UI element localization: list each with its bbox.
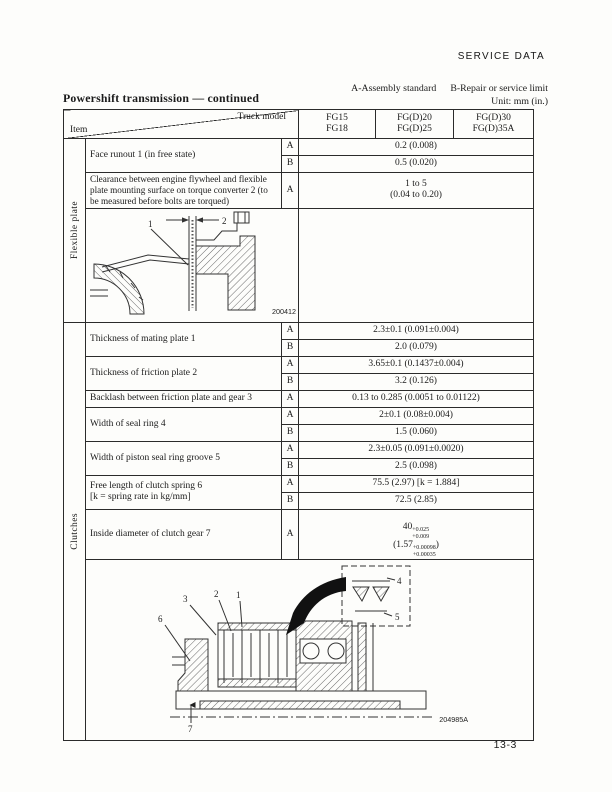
value-cell: 0.13 to 0.285 (0.0051 to 0.01122) (298, 389, 534, 408)
grade-cell: A (281, 474, 299, 493)
corner-cell: Truck model Item (63, 109, 299, 139)
tolerance-stack: +0.00098+0.00035 (412, 545, 436, 558)
value-cell: 2.3±0.1 (0.091±0.004) (298, 321, 534, 340)
figure2-number: 204985A (439, 715, 468, 724)
grade-cell: B (281, 338, 299, 357)
page-header-label: SERVICE DATA (457, 51, 545, 62)
figure2-callout-2: 2 (214, 589, 219, 599)
value-cell-toleranced: 40+0.025+0.009 (1.57+0.00098+0.00035) (298, 508, 534, 561)
value-cell: 1.5 (0.060) (298, 423, 534, 442)
value-cell: 3.2 (0.126) (298, 372, 534, 391)
value-cell: 2.5 (0.098) (298, 457, 534, 476)
corner-item: Item (70, 124, 88, 135)
table-row: B 0.5 (0.020) (64, 155, 534, 173)
value-cell: 2.0 (0.079) (298, 338, 534, 357)
flexible-plate-figure-cell: 1 2 200412 (85, 207, 299, 323)
table-row: Free length of clutch spring 6 [k = spri… (64, 474, 534, 510)
grade-cell: B (281, 155, 299, 173)
grade-cell: B (281, 423, 299, 442)
grade-cell: A (281, 355, 299, 374)
figure2-callout-7: 7 (188, 724, 193, 734)
grade-cell: B (281, 491, 299, 510)
model-column-1: FG15 FG18 (298, 109, 376, 139)
page-title: Powershift transmission — continued (63, 91, 260, 105)
item-piston-groove: Width of piston seal ring groove 5 (85, 440, 282, 476)
table-row: B 72.5 (2.85) (64, 491, 534, 510)
model-column-2: FG(D)20 FG(D)25 (375, 109, 454, 139)
figure2-callout-3: 3 (183, 594, 188, 604)
item-face-runout: Face runout 1 (in free state) (85, 138, 282, 173)
table-row: Width of piston seal ring groove 5 A 2.3… (64, 440, 534, 476)
table-row: Clutches Thickness of mating plate 1 A 2… (63, 321, 534, 741)
grade-cell: A (281, 321, 299, 340)
table-row: Flexible plate Face runout 1 (in free st… (63, 138, 534, 323)
grade-cell: B (281, 457, 299, 476)
tolerance-stack: +0.025+0.009 (412, 526, 430, 540)
clutch-figure-cell: 3 2 1 6 7 4 5 204985A (85, 559, 534, 741)
corner-truck-model: Truck model (237, 112, 286, 122)
figure-row: 1 2 200412 (64, 207, 534, 323)
clutch-figure: 3 2 1 6 7 4 5 204985A (158, 565, 468, 734)
unit-note: Unit: mm (in.) (491, 96, 548, 107)
table-header-row: Truck model Item FG15 FG18 FG(D)20 FG(D)… (63, 109, 534, 139)
grade-cell: A (281, 172, 299, 209)
value-cell: 1 to 5 (0.04 to 0.20) (298, 172, 534, 209)
table-row: Backlash between friction plate and gear… (64, 389, 534, 408)
item-backlash: Backlash between friction plate and gear… (85, 389, 282, 408)
figure2-callout-4: 4 (397, 576, 402, 586)
tol-close: ) (435, 540, 439, 551)
spec-table: Truck model Item FG15 FG18 FG(D)20 FG(D)… (63, 109, 534, 741)
item-friction-plate: Thickness of friction plate 2 (85, 355, 282, 391)
table-row: Thickness of friction plate 2 A 3.65±0.1… (64, 355, 534, 391)
figure1-number: 200412 (272, 307, 296, 316)
item-clutch-spring: Free length of clutch spring 6 [k = spri… (85, 474, 282, 510)
flexible-plate-figure: 1 2 200412 (90, 211, 296, 316)
figure1-callout-2: 2 (222, 216, 227, 226)
figure-row: 3 2 1 6 7 4 5 204985A (64, 559, 534, 741)
item-mating-plate: Thickness of mating plate 1 (85, 321, 282, 357)
table-row: Width of seal ring 4 A 2±0.1 (0.08±0.004… (64, 406, 534, 442)
grade-cell: A (281, 508, 299, 561)
empty-cell (298, 207, 534, 323)
value-cell: 0.5 (0.020) (298, 155, 534, 173)
value-cell: 2.3±0.05 (0.091±0.0020) (298, 440, 534, 459)
table-row: Inside diameter of clutch gear 7 A 40+0.… (64, 508, 534, 561)
section-label-flexible-plate: Flexible plate (63, 138, 86, 323)
figure2-callout-5: 5 (395, 612, 400, 622)
figure2-callout-6: 6 (158, 614, 163, 624)
tol-base: 40 (402, 521, 413, 532)
legend-a: A-Assembly standard (351, 83, 437, 94)
model-column-3: FG(D)30 FG(D)35A (453, 109, 534, 139)
table-row: Clearance between engine flywheel and fl… (64, 172, 534, 209)
figure1-callout-1: 1 (148, 219, 153, 229)
grade-cell: A (281, 440, 299, 459)
value-cell: 0.2 (0.008) (298, 138, 534, 156)
value-cell: 3.65±0.1 (0.1437±0.004) (298, 355, 534, 374)
tol-base2: (1.57 (393, 540, 413, 551)
value-cell: 2±0.1 (0.08±0.004) (298, 406, 534, 425)
item-clutch-gear: Inside diameter of clutch gear 7 (85, 508, 282, 561)
item-seal-ring: Width of seal ring 4 (85, 406, 282, 442)
legend-b: B-Repair or service limit (450, 83, 548, 94)
figure2-callout-1: 1 (236, 590, 241, 600)
value-cell: 75.5 (2.97) [k = 1.884] (298, 474, 534, 493)
value-cell: 72.5 (2.85) (298, 491, 534, 510)
grade-legend: A-Assembly standard B-Repair or service l… (351, 83, 548, 94)
grade-cell: A (281, 389, 299, 408)
grade-cell: A (281, 406, 299, 425)
grade-cell: B (281, 372, 299, 391)
page-number: 13-3 (493, 739, 517, 751)
item-flywheel-clearance: Clearance between engine flywheel and fl… (85, 172, 282, 209)
section-label-clutches: Clutches (63, 321, 86, 741)
grade-cell: A (281, 138, 299, 156)
